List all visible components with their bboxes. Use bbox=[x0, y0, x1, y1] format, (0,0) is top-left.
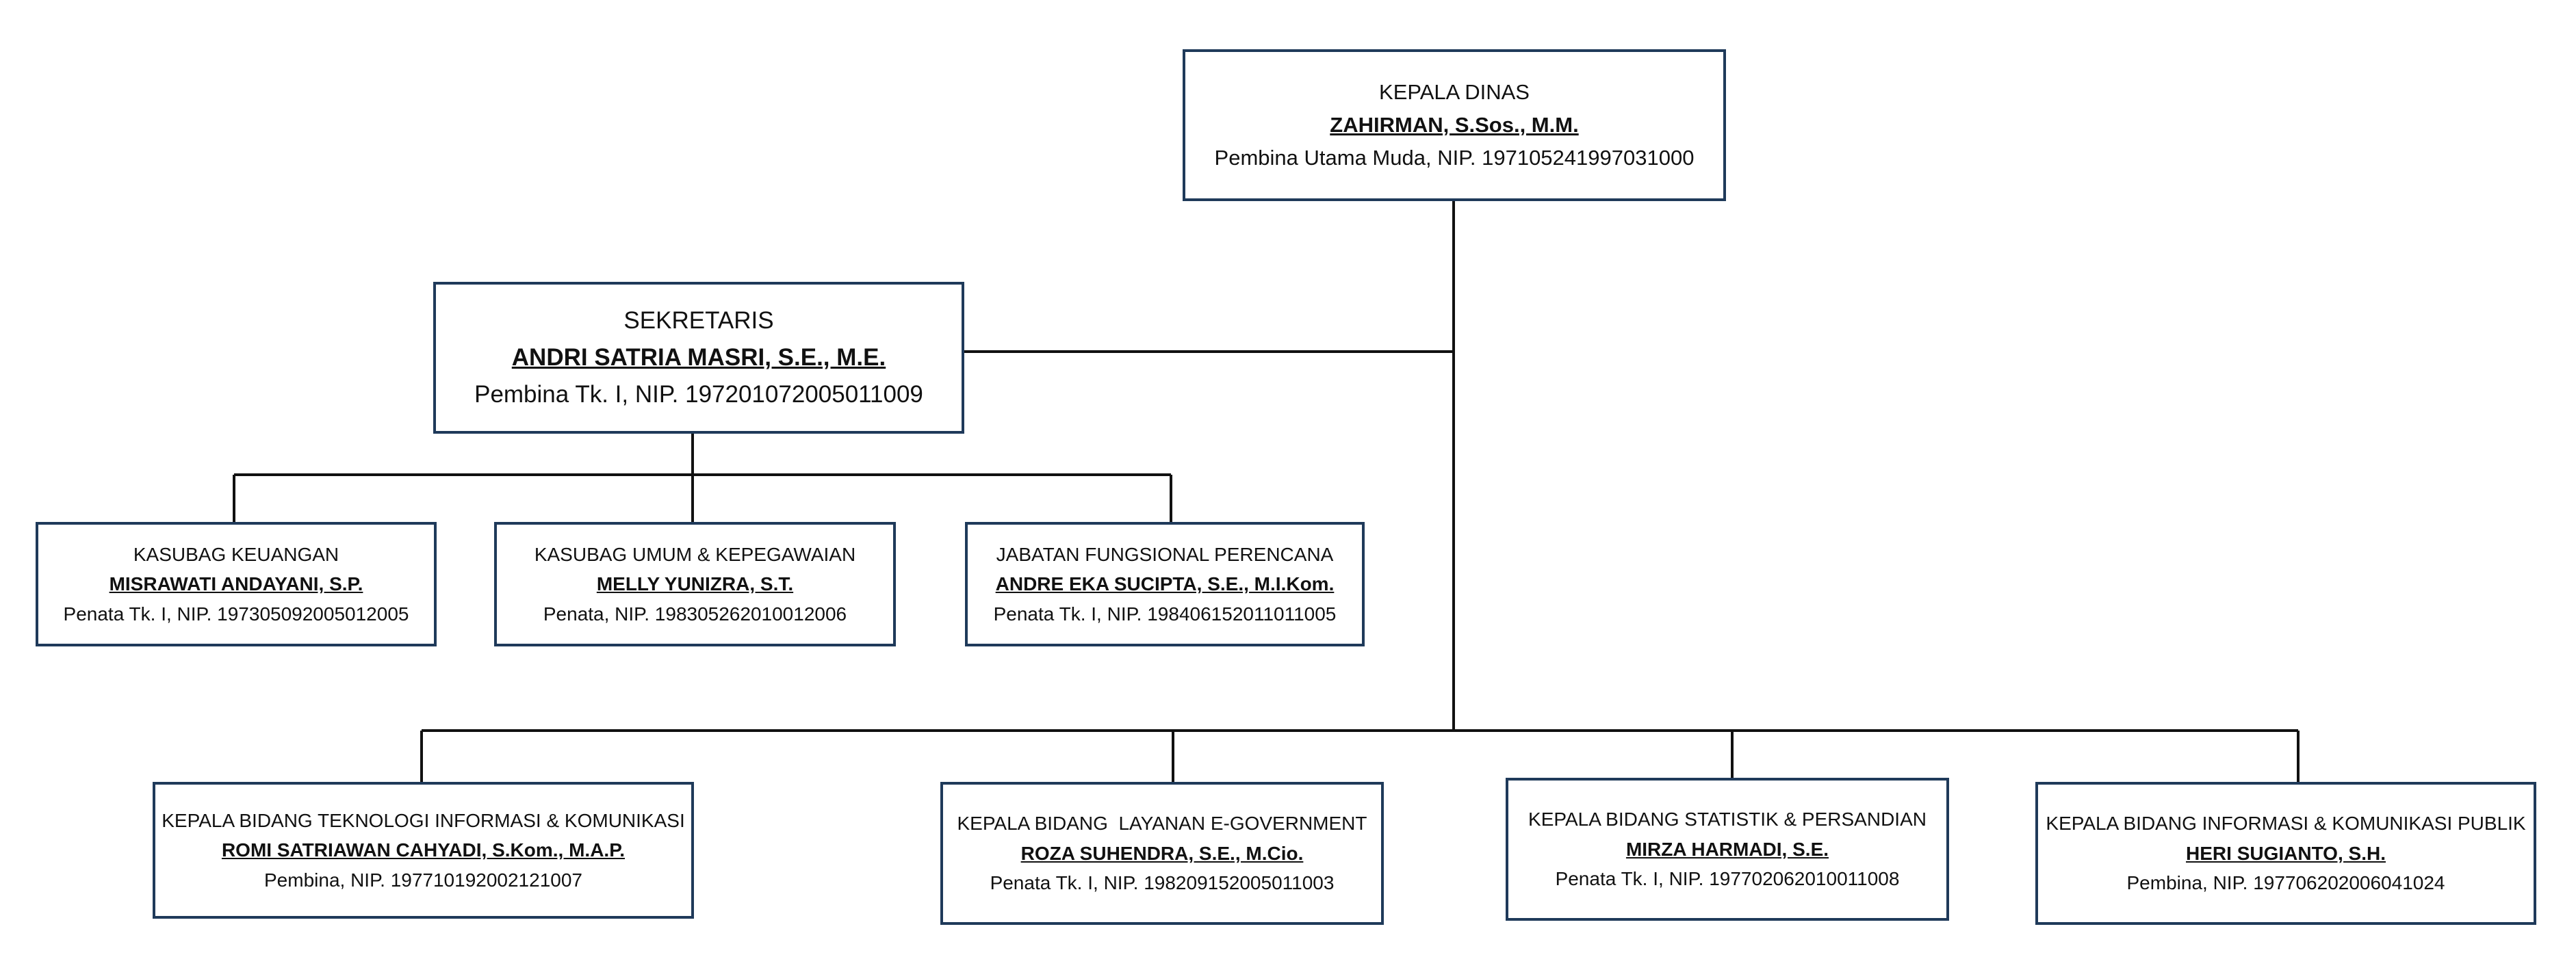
subunit-detail: Penata Tk. I, NIP. 198406152011011005 bbox=[993, 603, 1337, 625]
subunit-name: MISRAWATI ANDAYANI, S.P. bbox=[109, 573, 363, 595]
bidang-detail: Pembina, NIP. 197706202006041024 bbox=[2126, 872, 2445, 894]
bidang-name: HERI SUGIANTO, S.H. bbox=[2186, 842, 2386, 864]
sekretaris-name: ANDRI SATRIA MASRI, S.E., M.E. bbox=[511, 343, 886, 371]
bidang-statistik-box: KEPALA BIDANG STATISTIK & PERSANDIAN MIR… bbox=[1506, 778, 1949, 921]
subunit-name: ANDRE EKA SUCIPTA, S.E., M.I.Kom. bbox=[995, 573, 1335, 595]
fungsional-perencana-box: JABATAN FUNGSIONAL PERENCANA ANDRE EKA S… bbox=[965, 522, 1365, 646]
bidang-title: KEPALA BIDANG INFORMASI & KOMUNIKASI PUB… bbox=[2046, 813, 2526, 835]
bidang-detail: Pembina, NIP. 197710192002121007 bbox=[264, 869, 582, 891]
kasubag-umum-box: KASUBAG UMUM & KEPEGAWAIAN MELLY YUNIZRA… bbox=[494, 522, 896, 646]
bidang-egov-box: KEPALA BIDANG LAYANAN E-GOVERNMENT ROZA … bbox=[940, 782, 1384, 925]
bidang-title: KEPALA BIDANG STATISTIK & PERSANDIAN bbox=[1528, 809, 1927, 830]
bidang-ikp-box: KEPALA BIDANG INFORMASI & KOMUNIKASI PUB… bbox=[2035, 782, 2536, 925]
bidang-name: MIRZA HARMADI, S.E. bbox=[1625, 838, 1829, 860]
bidang-name: ROMI SATRIAWAN CAHYADI, S.Kom., M.A.P. bbox=[221, 839, 626, 861]
kasubag-keuangan-box: KASUBAG KEUANGAN MISRAWATI ANDAYANI, S.P… bbox=[36, 522, 437, 646]
bidang-title: KEPALA BIDANG TEKNOLOGI INFORMASI & KOMU… bbox=[162, 809, 685, 831]
kepala-dinas-name: ZAHIRMAN, S.Sos., M.M. bbox=[1330, 112, 1579, 137]
bidang-tik-box: KEPALA BIDANG TEKNOLOGI INFORMASI & KOMU… bbox=[153, 782, 694, 919]
sekretaris-box: SEKRETARIS ANDRI SATRIA MASRI, S.E., M.E… bbox=[433, 282, 964, 434]
sekretaris-title: SEKRETARIS bbox=[623, 306, 774, 334]
bidang-detail: Penata Tk. I, NIP. 198209152005011003 bbox=[990, 872, 1335, 894]
subunit-title: JABATAN FUNGSIONAL PERENCANA bbox=[996, 543, 1334, 565]
kepala-dinas-detail: Pembina Utama Muda, NIP. 197105241997031… bbox=[1214, 146, 1695, 170]
subunit-title: KASUBAG UMUM & KEPEGAWAIAN bbox=[534, 543, 856, 565]
subunit-name: MELLY YUNIZRA, S.T. bbox=[596, 573, 794, 595]
bidang-name: ROZA SUHENDRA, S.E., M.Cio. bbox=[1020, 842, 1304, 864]
kepala-dinas-box: KEPALA DINAS ZAHIRMAN, S.Sos., M.M. Pemb… bbox=[1183, 49, 1726, 201]
bidang-title: KEPALA BIDANG LAYANAN E-GOVERNMENT bbox=[957, 813, 1367, 835]
kepala-dinas-title: KEPALA DINAS bbox=[1379, 79, 1530, 104]
subunit-detail: Penata, NIP. 198305262010012006 bbox=[543, 603, 847, 625]
bidang-detail: Penata Tk. I, NIP. 197702062010011008 bbox=[1555, 868, 1900, 890]
sekretaris-detail: Pembina Tk. I, NIP. 197201072005011009 bbox=[474, 381, 923, 408]
subunit-detail: Penata Tk. I, NIP. 197305092005012005 bbox=[63, 603, 409, 625]
subunit-title: KASUBAG KEUANGAN bbox=[133, 543, 339, 565]
